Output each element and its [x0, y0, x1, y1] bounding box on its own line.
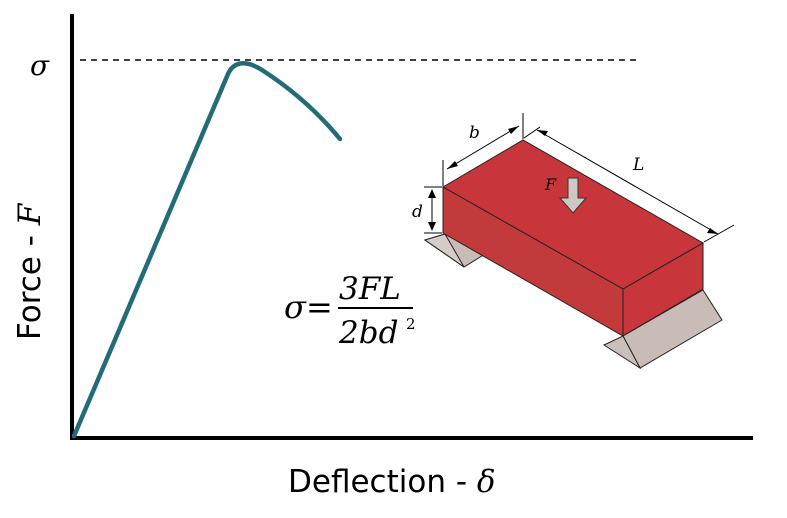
y-axis-label-text: Force -	[12, 225, 48, 340]
width-label: b	[469, 123, 480, 143]
force-deflection-curve	[71, 61, 343, 439]
formula-numerator: 3FL	[339, 271, 401, 307]
width-dimension	[442, 113, 524, 186]
x-axis-label: Deflection - δ	[288, 464, 496, 500]
formula-denominator-exponent: 2	[406, 315, 416, 333]
length-label: L	[632, 155, 644, 175]
support-right	[602, 289, 723, 370]
peak-stress-label: σ	[30, 49, 50, 82]
y-axis-label: Force - F	[12, 202, 48, 340]
beam-illustration: F b d L	[412, 113, 735, 370]
force-arrow	[558, 177, 588, 214]
y-axis-label-symbol: F	[12, 202, 48, 226]
force-label: F	[544, 175, 557, 194]
length-dimension	[523, 126, 735, 243]
beam-end-face	[622, 242, 704, 337]
depth-label: d	[412, 202, 423, 222]
formula-lhs: σ	[284, 288, 307, 326]
formula-equals: =	[306, 288, 333, 326]
flexural-stress-formula: σ = 3FL 2bd 2	[284, 271, 416, 351]
formula-denominator-base: 2bd	[338, 315, 398, 351]
depth-dimension	[424, 186, 442, 234]
x-axis-label-symbol: δ	[477, 464, 496, 500]
x-axis-label-text: Deflection -	[288, 464, 477, 500]
